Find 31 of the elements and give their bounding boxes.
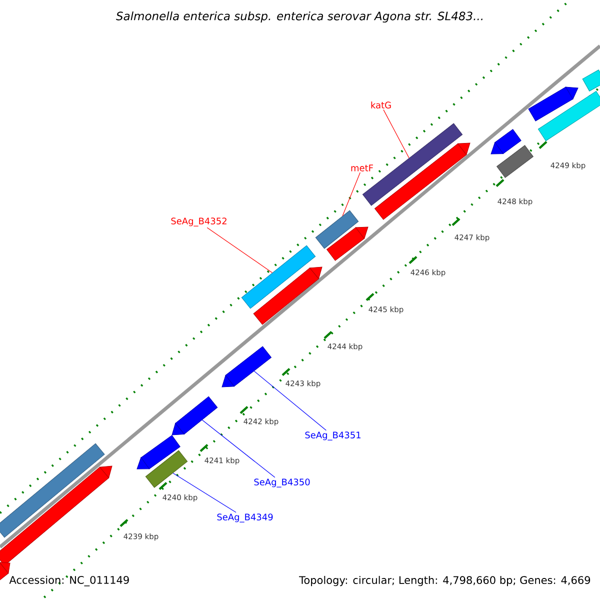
gene-feature: [528, 86, 578, 122]
leader-line: [202, 420, 276, 478]
gene-feature: [172, 396, 218, 436]
title: Salmonella enterica subsp. enterica serovar Agona str. SL483...: [116, 11, 483, 23]
leader-line: [206, 227, 273, 273]
gene-label: SeAg_B4349: [217, 514, 273, 522]
gene-feature: [136, 435, 180, 470]
gene-label: SeAg_B4352: [171, 218, 226, 226]
gene-feature: [490, 129, 522, 154]
leader-line: [172, 472, 236, 513]
gene-label: SeAg_B4351: [305, 432, 361, 440]
gene-feature: [241, 245, 316, 309]
leader-line: [383, 109, 410, 158]
gene-feature: [538, 90, 600, 142]
gene-feature: [0, 562, 10, 581]
footer-text: Topology: circular; Length: 4,798,660 bp; Genes: 4,669: [299, 576, 590, 586]
footer-text: Accession: NC_011149: [9, 576, 129, 586]
gene-feature: [326, 226, 368, 261]
gene-feature: [145, 450, 188, 488]
gene-feature: [0, 443, 105, 538]
gene-label: katG: [371, 102, 391, 108]
gene-label: metF: [351, 164, 373, 172]
leader-line: [342, 172, 360, 216]
gene-feature: [315, 210, 359, 249]
gene-feature: [222, 346, 272, 388]
gene-feature: [253, 266, 322, 325]
gene-label: SeAg_B4350: [254, 478, 310, 488]
leader-line: [254, 370, 326, 431]
gene-feature: [496, 145, 534, 178]
gene-feature: [374, 142, 470, 220]
gene-feature: [582, 70, 600, 92]
